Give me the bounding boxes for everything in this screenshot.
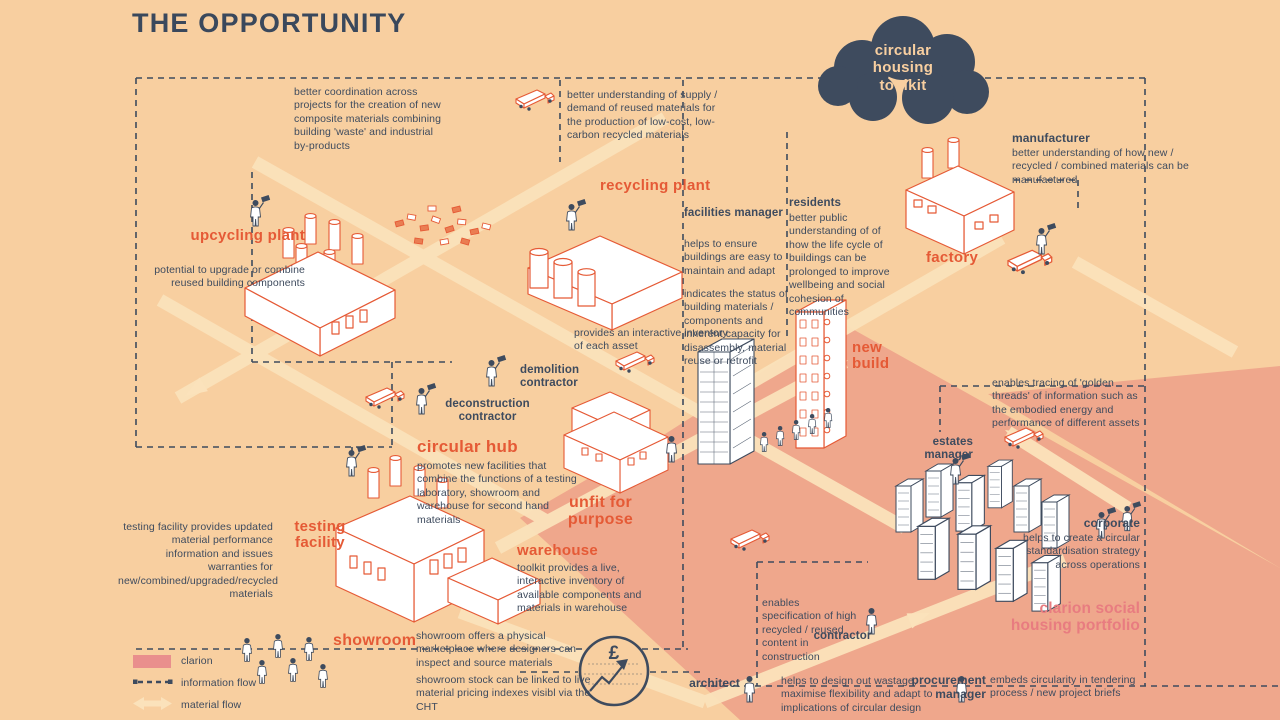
unfit-buildings bbox=[563, 391, 669, 494]
circular-hub-building bbox=[335, 455, 485, 623]
facilities-manager-desc2: indicates the status of building materia… bbox=[684, 288, 788, 368]
testing-facility-label: testing facility bbox=[294, 518, 346, 552]
manufacturer-desc: better understanding of how new / recycl… bbox=[1012, 147, 1189, 186]
showroom-label: showroom bbox=[333, 632, 417, 649]
legend-material-flow-arrow bbox=[133, 697, 172, 710]
facilities-manager-desc: helps to ensure buildings are easy to ma… bbox=[684, 238, 783, 277]
testing-facility-desc: testing facility provides updated materi… bbox=[118, 521, 279, 601]
annotation-asset-inventory: provides an interactive inventory of eac… bbox=[574, 327, 728, 353]
new-build-label: new build bbox=[852, 339, 890, 373]
contractor-label: contractor bbox=[813, 630, 872, 642]
pound-symbol: £ bbox=[608, 643, 620, 664]
showroom-desc: showroom offers a physical marketplace w… bbox=[416, 630, 577, 669]
warehouse-building bbox=[447, 557, 541, 625]
facilities-manager-label: facilities manager bbox=[684, 207, 783, 219]
recycling-plant-building bbox=[527, 235, 683, 331]
estates-manager-label: estates manager bbox=[924, 436, 973, 462]
legend-clarion-label: clarion bbox=[181, 655, 213, 667]
legend-material-flow-label: material flow bbox=[181, 699, 242, 711]
annotation-coordination: better coordination across projects for … bbox=[294, 86, 442, 152]
toolkit-cloud bbox=[818, 16, 989, 124]
circular-hub-desc: promotes new facilities that combine the… bbox=[417, 460, 577, 526]
procurement-manager-label: procurement manager bbox=[911, 673, 986, 701]
facilities-tower-building bbox=[697, 338, 755, 465]
warehouse-desc: toolkit provides a live, interactive inv… bbox=[517, 562, 642, 615]
showroom-note: showroom stock can be linked to live mat… bbox=[416, 674, 591, 713]
annotation-specification: enables specification of high recycled /… bbox=[762, 597, 857, 663]
upcycling-plant-building bbox=[244, 213, 396, 357]
legend-clarion-swatch bbox=[133, 655, 171, 668]
factory-building bbox=[905, 137, 1015, 255]
annotation-golden-threads: enables tracing of 'golden threads' of i… bbox=[992, 377, 1140, 430]
cloud-label: circular housing toolkit bbox=[872, 42, 934, 94]
rubble-pile bbox=[394, 205, 492, 246]
architect-label: architect bbox=[689, 676, 740, 690]
upcycling-plant-label: upcycling plant bbox=[190, 227, 305, 244]
residents-label: residents bbox=[789, 197, 842, 209]
demolition-contractor-label: demolition contractor bbox=[520, 364, 580, 390]
page-title: THE OPPORTUNITY bbox=[132, 8, 407, 38]
annotation-supply-demand: better understanding of supply / demand … bbox=[567, 89, 718, 142]
procurement-manager-desc: embeds circularity in tendering process … bbox=[990, 674, 1136, 700]
legend-information-flow-label: information flow bbox=[181, 677, 257, 689]
material-pricing-icon bbox=[578, 635, 650, 707]
residents-desc: better public understanding of of how th… bbox=[789, 212, 890, 319]
recycling-plant-label: recycling plant bbox=[600, 177, 711, 194]
architect-desc: helps to design out wastage, maximise fl… bbox=[781, 675, 933, 714]
corporate-desc: helps to create a circular standardisati… bbox=[1023, 532, 1140, 571]
warehouse-label: warehouse bbox=[517, 542, 599, 559]
deconstruction-contractor-label: deconstruction contractor bbox=[445, 398, 530, 424]
unfit-for-purpose-label: unfit for purpose bbox=[567, 494, 634, 529]
corporate-label: corporate bbox=[1083, 516, 1140, 530]
factory-label: factory bbox=[926, 249, 979, 266]
legend-glyphs bbox=[133, 655, 173, 710]
circular-hub-label: circular hub bbox=[417, 437, 518, 456]
manufacturer-label: manufacturer bbox=[1012, 131, 1090, 145]
upcycling-plant-desc: potential to upgrade or combine reused b… bbox=[154, 264, 305, 290]
clarion-portfolio-label: clarion social housing portfolio bbox=[1010, 600, 1140, 635]
information-flow-lines bbox=[135, 77, 1280, 687]
